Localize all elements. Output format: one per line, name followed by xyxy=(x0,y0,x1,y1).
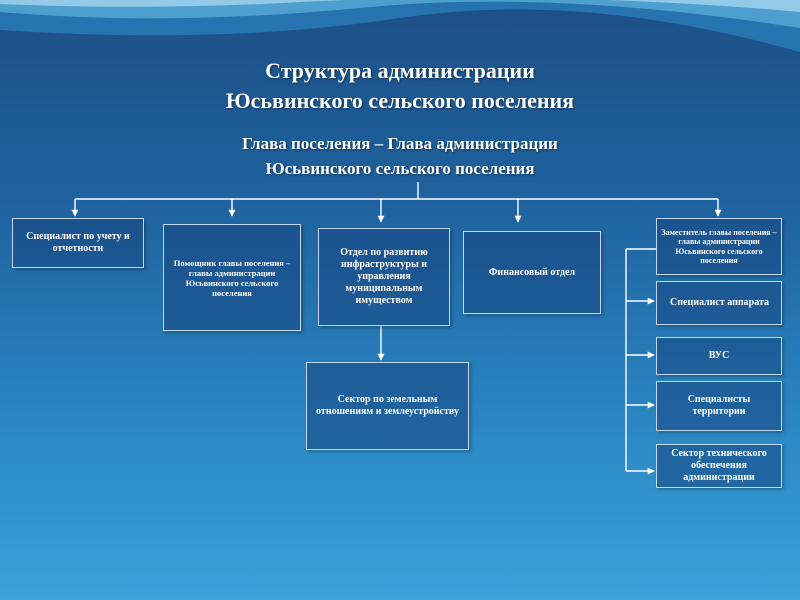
node-territory-specialists: Специалисты территории xyxy=(656,381,782,431)
node-deputy-head: Заместитель главы поселения – главы адми… xyxy=(656,218,782,275)
node-land-sector: Сектор по земельным отношениям и землеус… xyxy=(306,362,469,450)
node-vus: ВУС xyxy=(656,337,782,375)
node-accounting-label: Специалист по учету и отчетности xyxy=(26,231,130,254)
node-land-label: Сектор по земельным отношениям и землеус… xyxy=(316,394,459,417)
node-vus-label: ВУС xyxy=(708,350,730,361)
head-node-line2: Юсьвинского сельского поселения xyxy=(265,159,535,178)
node-assistant-label: Помощник главы поселения – главы админис… xyxy=(173,257,291,298)
node-tech-label: Сектор технического обеспечения админист… xyxy=(671,448,767,483)
node-finance-department: Финансовый отдел xyxy=(463,231,601,314)
slide-title-line1: Структура администрации xyxy=(265,58,535,83)
node-territory-label: Специалисты территории xyxy=(687,394,751,417)
slide-title-line2: Юсьвинского сельского поселения xyxy=(225,88,575,113)
head-node-line1: Глава поселения – Глава администрации xyxy=(242,134,558,153)
node-apparatus-label: Специалист аппарата xyxy=(670,297,769,308)
node-deputy-label: Заместитель главы поселения – главы адми… xyxy=(661,227,777,266)
node-apparatus-specialist: Специалист аппарата xyxy=(656,281,782,325)
node-accounting-specialist: Специалист по учету и отчетности xyxy=(12,218,144,268)
node-finance-label: Финансовый отдел xyxy=(488,266,576,278)
header-wave-decoration xyxy=(0,0,800,52)
node-assistant: Помощник главы поселения – главы админис… xyxy=(163,224,301,331)
node-infrastructure-department: Отдел по развитию инфраструктуры и управ… xyxy=(318,228,450,326)
node-infra-label: Отдел по развитию инфраструктуры и управ… xyxy=(340,247,428,306)
node-tech-support-sector: Сектор технического обеспечения админист… xyxy=(656,444,782,488)
